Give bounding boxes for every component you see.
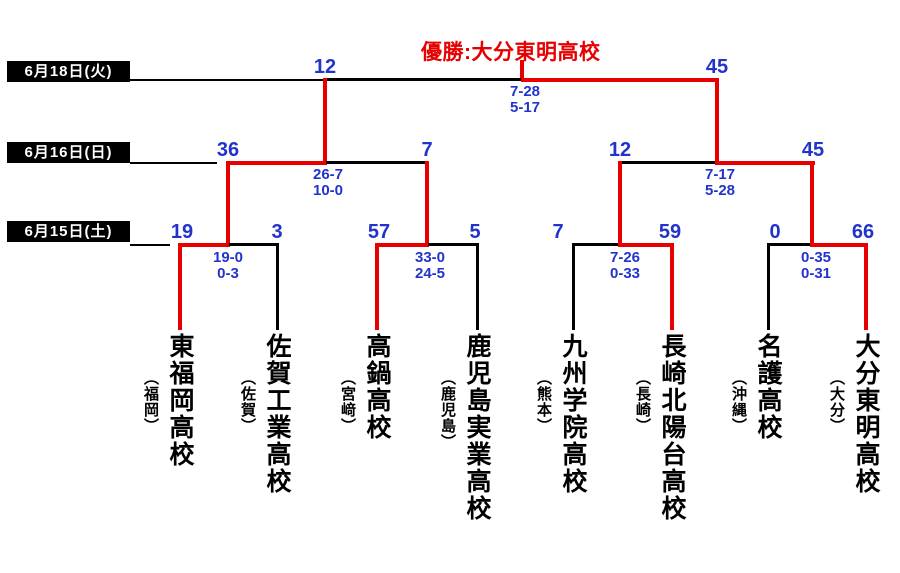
- match1-line-loser: [229, 243, 278, 246]
- match2-detail-line2: 24-5: [414, 265, 446, 282]
- champion-label: 優勝:大分東明高校: [421, 41, 601, 64]
- semifinal-right-line-winner: [715, 161, 815, 165]
- match1-detail-line2: 0-3: [217, 265, 239, 282]
- team-3-prefecture: （宮﨑）: [339, 370, 356, 434]
- semifinal-left-detail-line1: 26-7: [312, 166, 344, 183]
- team-1-prefecture: （福岡）: [142, 370, 159, 434]
- team-8-name: 大分東明高校: [852, 333, 880, 495]
- match3-right-score: 59: [658, 221, 682, 243]
- semifinal-left-line-winner: [226, 161, 327, 165]
- semifinal-left-line-loser: [326, 161, 429, 164]
- match3-left-score: 7: [552, 221, 564, 243]
- semifinal-right-detail-score: 7-17 5-28: [680, 167, 760, 199]
- match4-line-loser: [767, 243, 813, 246]
- team-6-name: 長崎北陽台高校: [658, 333, 686, 522]
- team-8-prefecture: （大分）: [828, 370, 845, 434]
- match2-detail-line1: 33-0: [414, 249, 446, 266]
- team-1-stem-line: [178, 243, 182, 330]
- team-5-prefecture: （熊本）: [535, 370, 552, 434]
- semifinal-left-left-score: 36: [216, 139, 240, 161]
- match1-left-score: 19: [170, 221, 194, 243]
- final-detail-score: 7-28 5-17: [485, 84, 565, 116]
- final-line-right-winner: [521, 78, 719, 82]
- match2-line-loser: [428, 243, 478, 246]
- match3-line-winner: [618, 243, 674, 247]
- semifinal-right-left-score: 12: [608, 139, 632, 161]
- semifinal-right-advance-line: [715, 78, 719, 165]
- match4-detail-line1: 0-35: [800, 249, 832, 266]
- team-3-stem-line: [375, 243, 379, 330]
- team-6-stem-line: [670, 243, 674, 330]
- match4-left-score: 0: [769, 221, 781, 243]
- team-4-prefecture: （鹿児島）: [439, 370, 456, 450]
- match3-detail-line2: 0-33: [609, 265, 641, 282]
- date-label-final: 6月18日(火): [7, 61, 130, 82]
- team-4-name: 鹿児島実業高校: [463, 333, 491, 522]
- match4-detail-line2: 0-31: [800, 265, 832, 282]
- match4-line-winner: [810, 243, 868, 247]
- team-7-prefecture: （沖縄）: [730, 370, 747, 434]
- team-2-stem-line: [276, 243, 279, 330]
- team-2-prefecture: （佐賀）: [239, 370, 256, 434]
- semifinal-right-detail-line1: 7-17: [704, 166, 736, 183]
- match1-detail-line1: 19-0: [212, 249, 244, 266]
- team-8-stem-line: [864, 243, 868, 330]
- match2-left-score: 57: [367, 221, 391, 243]
- team-4-stem-line: [476, 243, 479, 330]
- match4-advance-line: [810, 161, 814, 247]
- semifinal-left-advance-line: [323, 78, 327, 165]
- team-3-name: 高鍋高校: [363, 333, 391, 441]
- semifinal-left-detail-line2: 10-0: [312, 182, 344, 199]
- match3-detail-line1: 7-26: [609, 249, 641, 266]
- semifinal-right-line-loser: [619, 161, 718, 164]
- team-7-stem-line: [767, 243, 770, 330]
- final-detail-line1: 7-28: [509, 83, 541, 100]
- team-2-name: 佐賀工業高校: [263, 333, 291, 495]
- final-line-left-loser: [324, 78, 523, 81]
- final-left-score: 12: [313, 56, 337, 78]
- final-detail-line2: 5-17: [509, 99, 541, 116]
- first-round-leader-line: [130, 244, 170, 246]
- final-leader-line: [130, 79, 325, 81]
- match1-line-winner: [178, 243, 230, 247]
- match3-detail-score: 7-26 0-33: [585, 250, 665, 282]
- match1-detail-score: 19-0 0-3: [188, 250, 268, 282]
- final-right-score: 45: [705, 56, 729, 78]
- match1-right-score: 3: [271, 221, 283, 243]
- team-5-name: 九州学院高校: [559, 333, 587, 495]
- match3-advance-line: [618, 161, 622, 247]
- match3-line-loser: [572, 243, 621, 246]
- match2-detail-score: 33-0 24-5: [390, 250, 470, 282]
- team-5-stem-line: [572, 243, 575, 330]
- semifinal-right-right-score: 45: [801, 139, 825, 161]
- match2-right-score: 5: [469, 221, 481, 243]
- match2-line-winner: [375, 243, 428, 247]
- team-1-name: 東福岡高校: [166, 333, 194, 468]
- semifinal-left-right-score: 7: [421, 139, 433, 161]
- team-6-prefecture: （長崎）: [634, 370, 651, 434]
- champion-stub-line: [520, 60, 524, 78]
- match1-advance-line: [226, 161, 230, 247]
- semifinal-right-detail-line2: 5-28: [704, 182, 736, 199]
- date-label-first-round: 6月15日(土): [7, 221, 130, 242]
- match4-right-score: 66: [851, 221, 875, 243]
- team-7-name: 名護高校: [754, 333, 782, 441]
- date-label-semifinal: 6月16日(日): [7, 142, 130, 163]
- match2-advance-line: [425, 161, 429, 247]
- match4-detail-score: 0-35 0-31: [776, 250, 856, 282]
- semifinal-leader-line: [130, 162, 217, 164]
- semifinal-left-detail-score: 26-7 10-0: [288, 167, 368, 199]
